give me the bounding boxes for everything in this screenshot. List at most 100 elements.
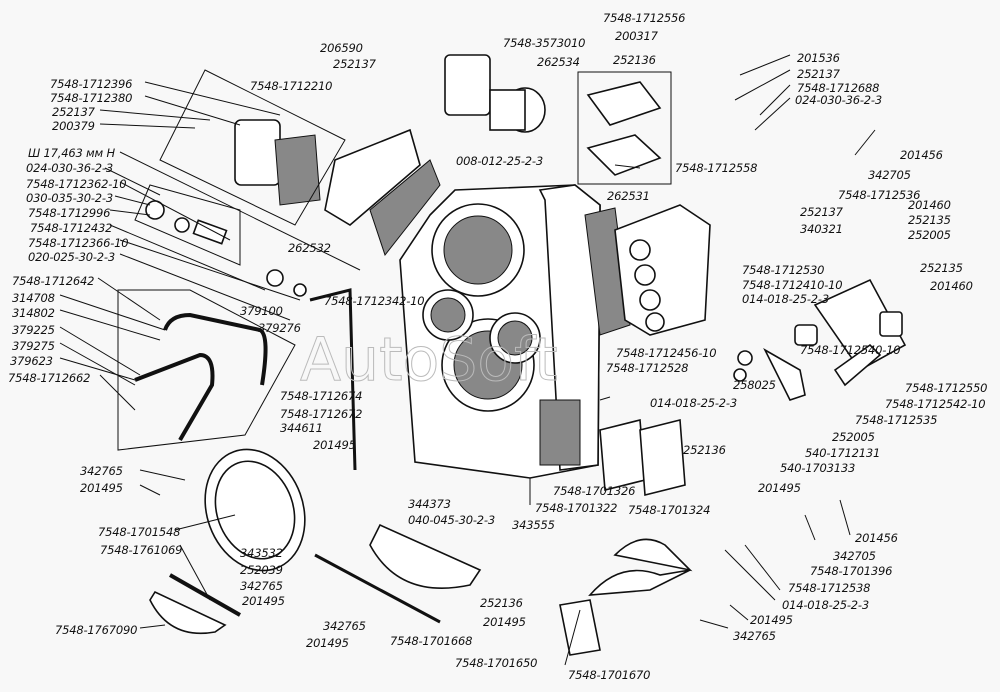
part-number-label: 342705 [868, 168, 911, 182]
part-number-label: 201495 [306, 636, 349, 650]
leader-lines [59, 54, 876, 666]
part-number-label: 201495 [483, 615, 526, 629]
part-number-label: 379100 [240, 304, 283, 318]
part-number-label: 252135 [920, 261, 963, 275]
part-number-label: 342765 [733, 629, 776, 643]
control-plate [324, 128, 441, 257]
part-number-label: 201460 [908, 198, 951, 212]
part-number-label: 7548-1712410-10 [742, 278, 842, 292]
spool-assembly [134, 184, 307, 297]
part-number-label: 252137 [797, 67, 841, 81]
part-number-label: 7548-1712342-10 [324, 294, 424, 308]
part-number-label: 201495 [242, 594, 285, 608]
part-number-label: 252005 [832, 430, 875, 444]
part-number-label: 201460 [930, 279, 973, 293]
part-number-label: 014-018-25-2-3 [742, 292, 829, 306]
watermark: AutoSoft [300, 325, 558, 395]
part-number-label: 7548-1712540-10 [800, 343, 900, 357]
part-number-label: 7548-1767090 [55, 623, 137, 637]
part-number-label: 014-018-25-2-3 [782, 598, 869, 612]
part-number-label: 344373 [408, 497, 451, 511]
part-number-label: 7548-1712456-10 [616, 346, 716, 360]
part-number-label: 252039 [240, 563, 283, 577]
part-number-labels: 7548-17123967548-17123802521372003797548… [8, 11, 987, 682]
part-number-label: 7548-3573010 [503, 36, 585, 50]
part-number-label: 7548-1712674 [280, 389, 362, 403]
part-number-label: 314708 [12, 291, 55, 305]
part-number-label: 540-1712131 [805, 446, 880, 460]
part-number-label: 201495 [80, 481, 123, 495]
part-number-label: 200379 [52, 119, 95, 133]
part-number-label: 343532 [240, 546, 283, 560]
oil-pipes [117, 288, 357, 471]
part-number-label: 7548-1701324 [628, 503, 710, 517]
part-number-label: 201495 [750, 613, 793, 627]
part-number-label: 7548-1712528 [606, 361, 688, 375]
part-number-label: 7548-1701326 [553, 484, 635, 498]
part-number-label: 252136 [683, 443, 726, 457]
part-number-label: 252137 [800, 205, 844, 219]
part-number-label: 7548-1712542-10 [885, 397, 985, 411]
part-number-label: 7548-1701670 [568, 668, 650, 682]
part-number-label: 7548-1712688 [797, 81, 879, 95]
top-cover [577, 71, 672, 185]
part-number-label: 024-030-36-2-3 [795, 93, 882, 107]
part-number-label: 206590 [320, 41, 363, 55]
part-number-label: 7548-1701396 [810, 564, 892, 578]
part-number-label: 7548-1701650 [455, 656, 537, 670]
part-number-label: 7548-1712536 [838, 188, 920, 202]
part-number-label: 342765 [240, 579, 283, 593]
part-number-label: 7548-1712366-10 [28, 236, 128, 250]
part-number-label: 262534 [537, 55, 580, 69]
part-number-label: 201456 [855, 531, 898, 545]
part-number-label: 7548-1712530 [742, 263, 824, 277]
part-number-label: 379275 [12, 339, 55, 353]
part-number-label: 7548-1712672 [280, 407, 362, 421]
part-number-label: 7548-1712380 [50, 91, 132, 105]
main-housing [399, 184, 601, 479]
part-number-label: 7548-1712535 [855, 413, 937, 427]
part-number-label: 7548-1712538 [788, 581, 870, 595]
part-number-label: 7548-1712550 [905, 381, 987, 395]
part-number-label: 342765 [323, 619, 366, 633]
filter-cover [159, 69, 346, 226]
part-number-label: 540-1703133 [780, 461, 855, 475]
part-number-label: 7548-1712432 [30, 221, 112, 235]
solenoid-valve [444, 54, 546, 133]
part-number-label: 258025 [733, 378, 776, 392]
part-number-label: 201536 [797, 51, 840, 65]
part-number-label: 252136 [613, 53, 656, 67]
part-number-label: 7548-1712362-10 [26, 177, 126, 191]
part-number-label: 024-030-36-2-3 [26, 161, 113, 175]
part-number-label: 379623 [10, 354, 53, 368]
part-number-label: 201495 [758, 481, 801, 495]
part-number-label: 7548-1701548 [98, 525, 180, 539]
part-number-label: 252005 [908, 228, 951, 242]
part-number-label: 262532 [288, 241, 331, 255]
part-number-label: 7548-1712556 [603, 11, 685, 25]
part-number-label: 030-035-30-2-3 [26, 191, 113, 205]
part-number-label: 342765 [80, 464, 123, 478]
part-number-label: 201456 [900, 148, 943, 162]
part-number-label: 252137 [333, 57, 377, 71]
part-number-label: 343555 [512, 518, 555, 532]
part-number-label: 314802 [12, 306, 55, 320]
part-number-label: 7548-1712558 [675, 161, 757, 175]
part-number-label: 008-012-25-2-3 [456, 154, 543, 168]
part-number-label: 340321 [800, 222, 843, 236]
part-number-label: 7548-1712662 [8, 371, 90, 385]
part-number-label: 7548-1712996 [28, 206, 110, 220]
part-number-label: 200317 [615, 29, 659, 43]
lower-parts [149, 278, 907, 656]
valve-body [584, 204, 711, 336]
part-number-label: 014-018-25-2-3 [650, 396, 737, 410]
part-number-label: 040-045-30-2-3 [408, 513, 495, 527]
part-number-label: 262531 [607, 189, 650, 203]
part-number-label: 379225 [12, 323, 55, 337]
part-number-label: 7548-1712210 [250, 79, 332, 93]
part-number-label: 344611 [280, 421, 323, 435]
side-cover-ring [204, 448, 306, 572]
part-number-label: 201495 [313, 438, 356, 452]
